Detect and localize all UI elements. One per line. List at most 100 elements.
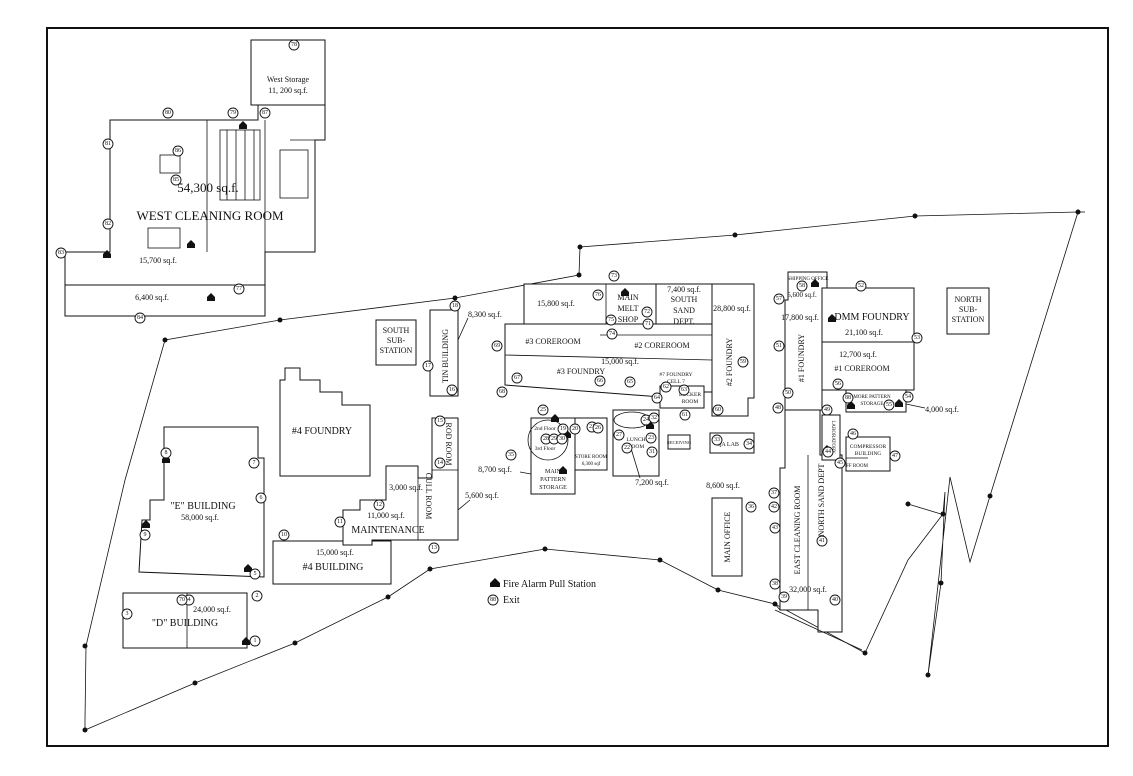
- boundary-nodes: [82, 209, 1081, 733]
- exit-icon: [889, 450, 901, 462]
- exit-number: 15: [437, 418, 443, 424]
- exit-number: 69: [494, 343, 500, 349]
- exit-icon: [768, 501, 780, 513]
- exit-marker: 16: [446, 384, 458, 396]
- exit-marker: 59: [737, 356, 749, 368]
- exit-icon: [642, 318, 654, 330]
- svg-text:#1 FOUNDRY: #1 FOUNDRY: [797, 334, 806, 382]
- svg-text:58,000 sq.f.: 58,000 sq.f.: [181, 513, 219, 522]
- exit-marker: 36: [745, 501, 757, 513]
- exit-number: 23: [648, 435, 654, 441]
- exit-number: 20: [572, 426, 578, 432]
- exit-marker: 60: [712, 404, 724, 416]
- svg-text:12,700 sq.f.: 12,700 sq.f.: [839, 350, 877, 359]
- exit-icon: [737, 356, 749, 368]
- exit-icon: [645, 432, 657, 444]
- exit-number: 42: [771, 504, 777, 510]
- svg-text:SHIPPING OFFICE: SHIPPING OFFICE: [788, 277, 829, 282]
- exit-number: 53: [914, 335, 920, 341]
- svg-text:17,800 sq.f.: 17,800 sq.f.: [781, 313, 819, 322]
- pull-station-icon: [242, 637, 250, 645]
- exit-number: 4: [188, 597, 191, 603]
- exit-number: 28: [543, 436, 549, 442]
- svg-text:MAIN: MAIN: [545, 469, 562, 475]
- svg-text:MORE PATTERN: MORE PATTERN: [853, 395, 891, 400]
- exit-number: 55: [886, 402, 892, 408]
- exit-icon: [646, 446, 658, 458]
- svg-text:CELL 7: CELL 7: [667, 379, 685, 385]
- exit-marker: 15: [434, 415, 446, 427]
- exit-number: 52: [858, 283, 864, 289]
- exit-icon: [446, 384, 458, 396]
- pull-station-icon: [621, 288, 629, 296]
- exit-number: 29: [551, 436, 557, 442]
- misc-small-building: RECEIVING: [667, 434, 692, 450]
- svg-text:RECEIVING: RECEIVING: [667, 440, 692, 445]
- legend-pull-station: Fire Alarm Pull Station: [490, 578, 596, 590]
- svg-text:#1 COREROOM: #1 COREROOM: [834, 364, 889, 373]
- east-cleaning-room: EAST CLEANING ROOM NORTH SAND DEPT 32,00…: [779, 409, 843, 633]
- exit-icon: [651, 392, 663, 404]
- exit-icon: [434, 415, 446, 427]
- svg-text:32,000 sq.f.: 32,000 sq.f.: [789, 585, 827, 594]
- exit-marker: 84: [134, 312, 146, 324]
- west-cleaning-room: 54,300 sq.f. WEST CLEANING ROOM 15,700 s…: [64, 104, 326, 317]
- legend-exit: 88 Exit: [487, 594, 520, 606]
- exit-marker: 20: [569, 423, 581, 435]
- exit-icon: [743, 438, 755, 450]
- exit-number: 14: [437, 460, 443, 466]
- svg-text:2nd Floor: 2nd Floor: [534, 426, 556, 432]
- compressor-building: COMPRESSOR BUILDING FF ROOM: [845, 436, 891, 472]
- svg-text:CULL ROOM: CULL ROOM: [424, 473, 433, 520]
- exit-icon: [606, 328, 618, 340]
- svg-text:LUNCH: LUNCH: [627, 437, 646, 443]
- exit-number: 58: [799, 283, 805, 289]
- svg-text:Exit: Exit: [503, 595, 520, 606]
- exit-icon: [773, 293, 785, 305]
- exit-marker: 10: [278, 529, 290, 541]
- exit-icon: [847, 428, 859, 440]
- exit-icon: [227, 107, 239, 119]
- svg-text:SOUTH: SOUTH: [671, 295, 698, 304]
- exit-icon: [832, 378, 844, 390]
- north-substation: NORTH SUB- STATION: [946, 287, 990, 335]
- exit-marker: 9: [139, 529, 151, 541]
- exit-number: 72: [644, 309, 650, 315]
- exit-number: 54: [905, 394, 911, 400]
- svg-text:SOUTH: SOUTH: [383, 326, 410, 335]
- exit-marker: 50: [782, 387, 794, 399]
- svg-text:15,700 sq.f.: 15,700 sq.f.: [139, 256, 177, 265]
- exit-marker: 40: [829, 594, 841, 606]
- exit-icon: [134, 312, 146, 324]
- exit-number: 66: [597, 378, 603, 384]
- foundry-4: #4 FOUNDRY: [279, 367, 371, 477]
- south-sand-dept: 7,400 sq.f. SOUTH SAND DEPT.: [655, 283, 713, 331]
- foundry-2: 28,800 sq.f. #2 FOUNDRY: [711, 283, 755, 417]
- exit-icon: [102, 138, 114, 150]
- exit-marker: 70: [176, 594, 188, 606]
- exit-icon: [249, 635, 261, 647]
- exit-marker: 42: [768, 501, 780, 513]
- svg-text:DEPT.: DEPT.: [673, 317, 694, 326]
- exit-number: 67: [514, 375, 520, 381]
- exit-number: 76: [595, 292, 601, 298]
- exit-number: 11: [337, 519, 343, 525]
- exit-marker: 1: [249, 635, 261, 647]
- exit-icon: [278, 529, 290, 541]
- exit-icon: [712, 404, 724, 416]
- pull-station-icon: [490, 578, 500, 587]
- svg-text:8,300 sq.f.: 8,300 sq.f.: [468, 310, 502, 319]
- exit-icon: [648, 412, 660, 424]
- exit-number: 2: [256, 593, 259, 599]
- exit-icon: [621, 442, 633, 454]
- exit-number: 85: [173, 177, 179, 183]
- exit-marker: 79: [227, 107, 239, 119]
- exit-icon: [139, 529, 151, 541]
- exit-marker: 19: [557, 423, 569, 435]
- exit-icon: [172, 145, 184, 157]
- exit-number: 77: [236, 286, 242, 292]
- svg-text:5,600 sq.f.: 5,600 sq.f.: [465, 491, 499, 500]
- exit-number: 24: [643, 417, 649, 423]
- exit-number: 34: [746, 441, 752, 447]
- svg-text:SAND: SAND: [673, 306, 695, 315]
